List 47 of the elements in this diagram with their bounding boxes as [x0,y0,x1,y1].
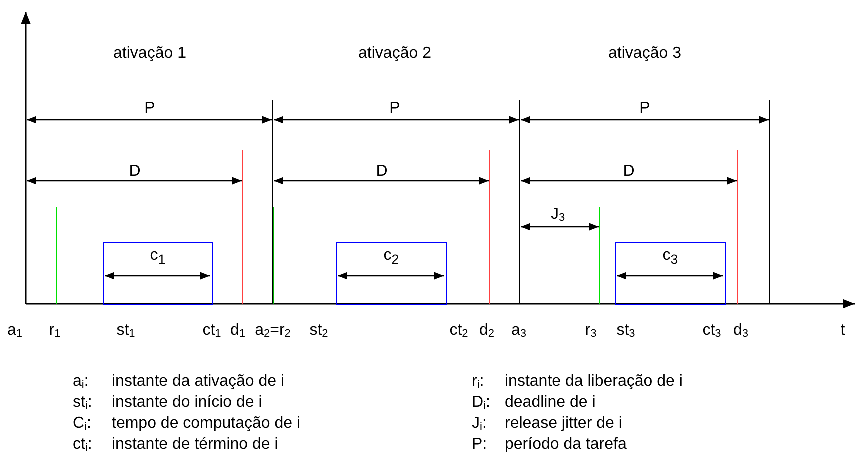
axis-label: a$_{1}$ [7,322,23,342]
deadline-label: D [129,163,141,181]
period-label: P [144,100,156,118]
activation-label: ativação 1 [114,45,186,63]
computation-label: c$_{3}$ [662,247,678,270]
axis-label: d$_{3}$ [733,322,749,342]
period-label: P [640,100,650,118]
axis-label: ct$_{1}$ [202,322,222,342]
symbol-label: D$_{i}$: [472,394,490,414]
axis-label: d$_{2}$ [479,322,495,342]
definition-text: instante do início de i [112,394,262,412]
definition-text: release jitter de i [505,415,622,433]
definition-text: período da tarefa [505,436,627,454]
jitter-label: J$_{3}$ [550,206,566,226]
activation-label: ativação 2 [358,45,432,63]
axis-label: t [840,322,846,340]
axis-label: st$_{2}$ [310,322,328,342]
activation-label: ativação 3 [608,45,682,63]
definition-text: tempo de computação de i [112,415,301,433]
symbol-label: st$_{i}$: [73,394,92,414]
axis-label: a$_{2}$=r$_{2}$ [255,322,291,342]
axis-label: a$_{3}$ [511,322,527,342]
definition-text: instante da liberação de i [505,373,683,391]
computation-label: c$_{1}$ [150,247,166,270]
execution-box [103,242,213,305]
computation-label: c$_{2}$ [384,247,400,270]
axis-label: r$_{1}$ [49,322,61,342]
axis-label: ct$_{3}$ [702,322,722,342]
deadline-label: D [376,163,388,181]
deadline-label: D [623,163,635,181]
symbol-label: a$_{i}$: [73,373,89,393]
axis-label: ct$_{2}$ [450,322,468,342]
period-label: P [390,100,400,118]
symbol-label: C$_{i}$: [73,415,92,435]
definition-text: instante da ativação de i [112,373,285,391]
symbol-label: ct$_{i}$: [73,436,92,456]
definition-text: deadline de i [505,394,596,412]
symbol-label: r$_{i}$: [472,373,484,393]
symbol-label: P: [472,436,488,454]
axis-label: st$_{1}$ [116,322,136,342]
symbol-label: J$_{i}$: [472,415,487,435]
axis-label: d$_{1}$ [230,322,246,342]
axis-label: st$_{3}$ [616,322,636,342]
execution-box [615,242,726,305]
execution-box [336,242,447,305]
axis-label: r$_{3}$ [585,322,597,342]
definition-text: instante de término de i [112,436,278,454]
